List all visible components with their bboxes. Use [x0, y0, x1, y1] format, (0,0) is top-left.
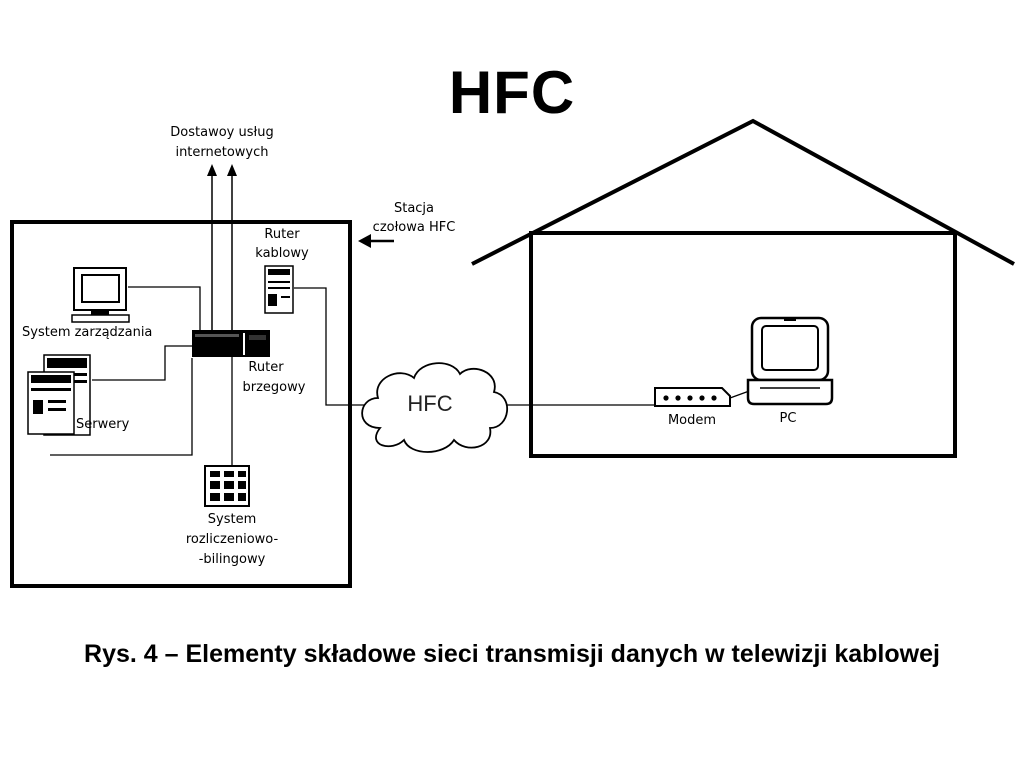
isp-label-line2: internetowych [175, 145, 268, 160]
figure-caption: Rys. 4 – Elementy składowe sieci transmi… [84, 640, 940, 668]
modem-label: Modem [668, 413, 716, 428]
isp-arrows [207, 164, 237, 330]
headend-label-line2: czołowa HFC [373, 220, 456, 235]
laptop-icon [746, 316, 834, 406]
pc-label: PC [780, 411, 797, 426]
management-label: System zarządzania [22, 325, 152, 340]
headend-box [10, 220, 352, 588]
house-roof [471, 118, 1015, 266]
server-rack-icon [27, 354, 91, 436]
billing-label-line3: -bilingowy [199, 552, 266, 567]
billing-system-icon [204, 465, 250, 507]
tower-server-icon [264, 265, 294, 314]
headend-label-line1: Stacja [394, 201, 434, 216]
isp-label-line1: Dostawoy usług [170, 125, 273, 140]
cable-router-label-line1: Ruter [264, 227, 300, 242]
billing-label-line2: rozliczeniowo- [186, 532, 279, 547]
slide-title: HFC [448, 59, 576, 126]
rack-router-icon [192, 330, 270, 357]
desktop-computer-icon [71, 267, 130, 323]
headend-arrow [358, 234, 394, 248]
modem-icon [654, 387, 731, 407]
billing-label-line1: System [208, 512, 256, 527]
connection-lines [50, 286, 753, 466]
edge-router-label-line1: Ruter [248, 360, 284, 375]
cloud-label: HFC [407, 391, 452, 416]
network-cloud-icon [361, 362, 509, 453]
diagram-labels: Dostawoy usług internetowych Stacja czoł… [22, 125, 796, 567]
edge-router-label-line2: brzegowy [243, 380, 306, 395]
servers-label: Serwery [76, 417, 130, 432]
house-body [529, 231, 957, 458]
cable-router-label-line2: kablowy [255, 246, 309, 261]
